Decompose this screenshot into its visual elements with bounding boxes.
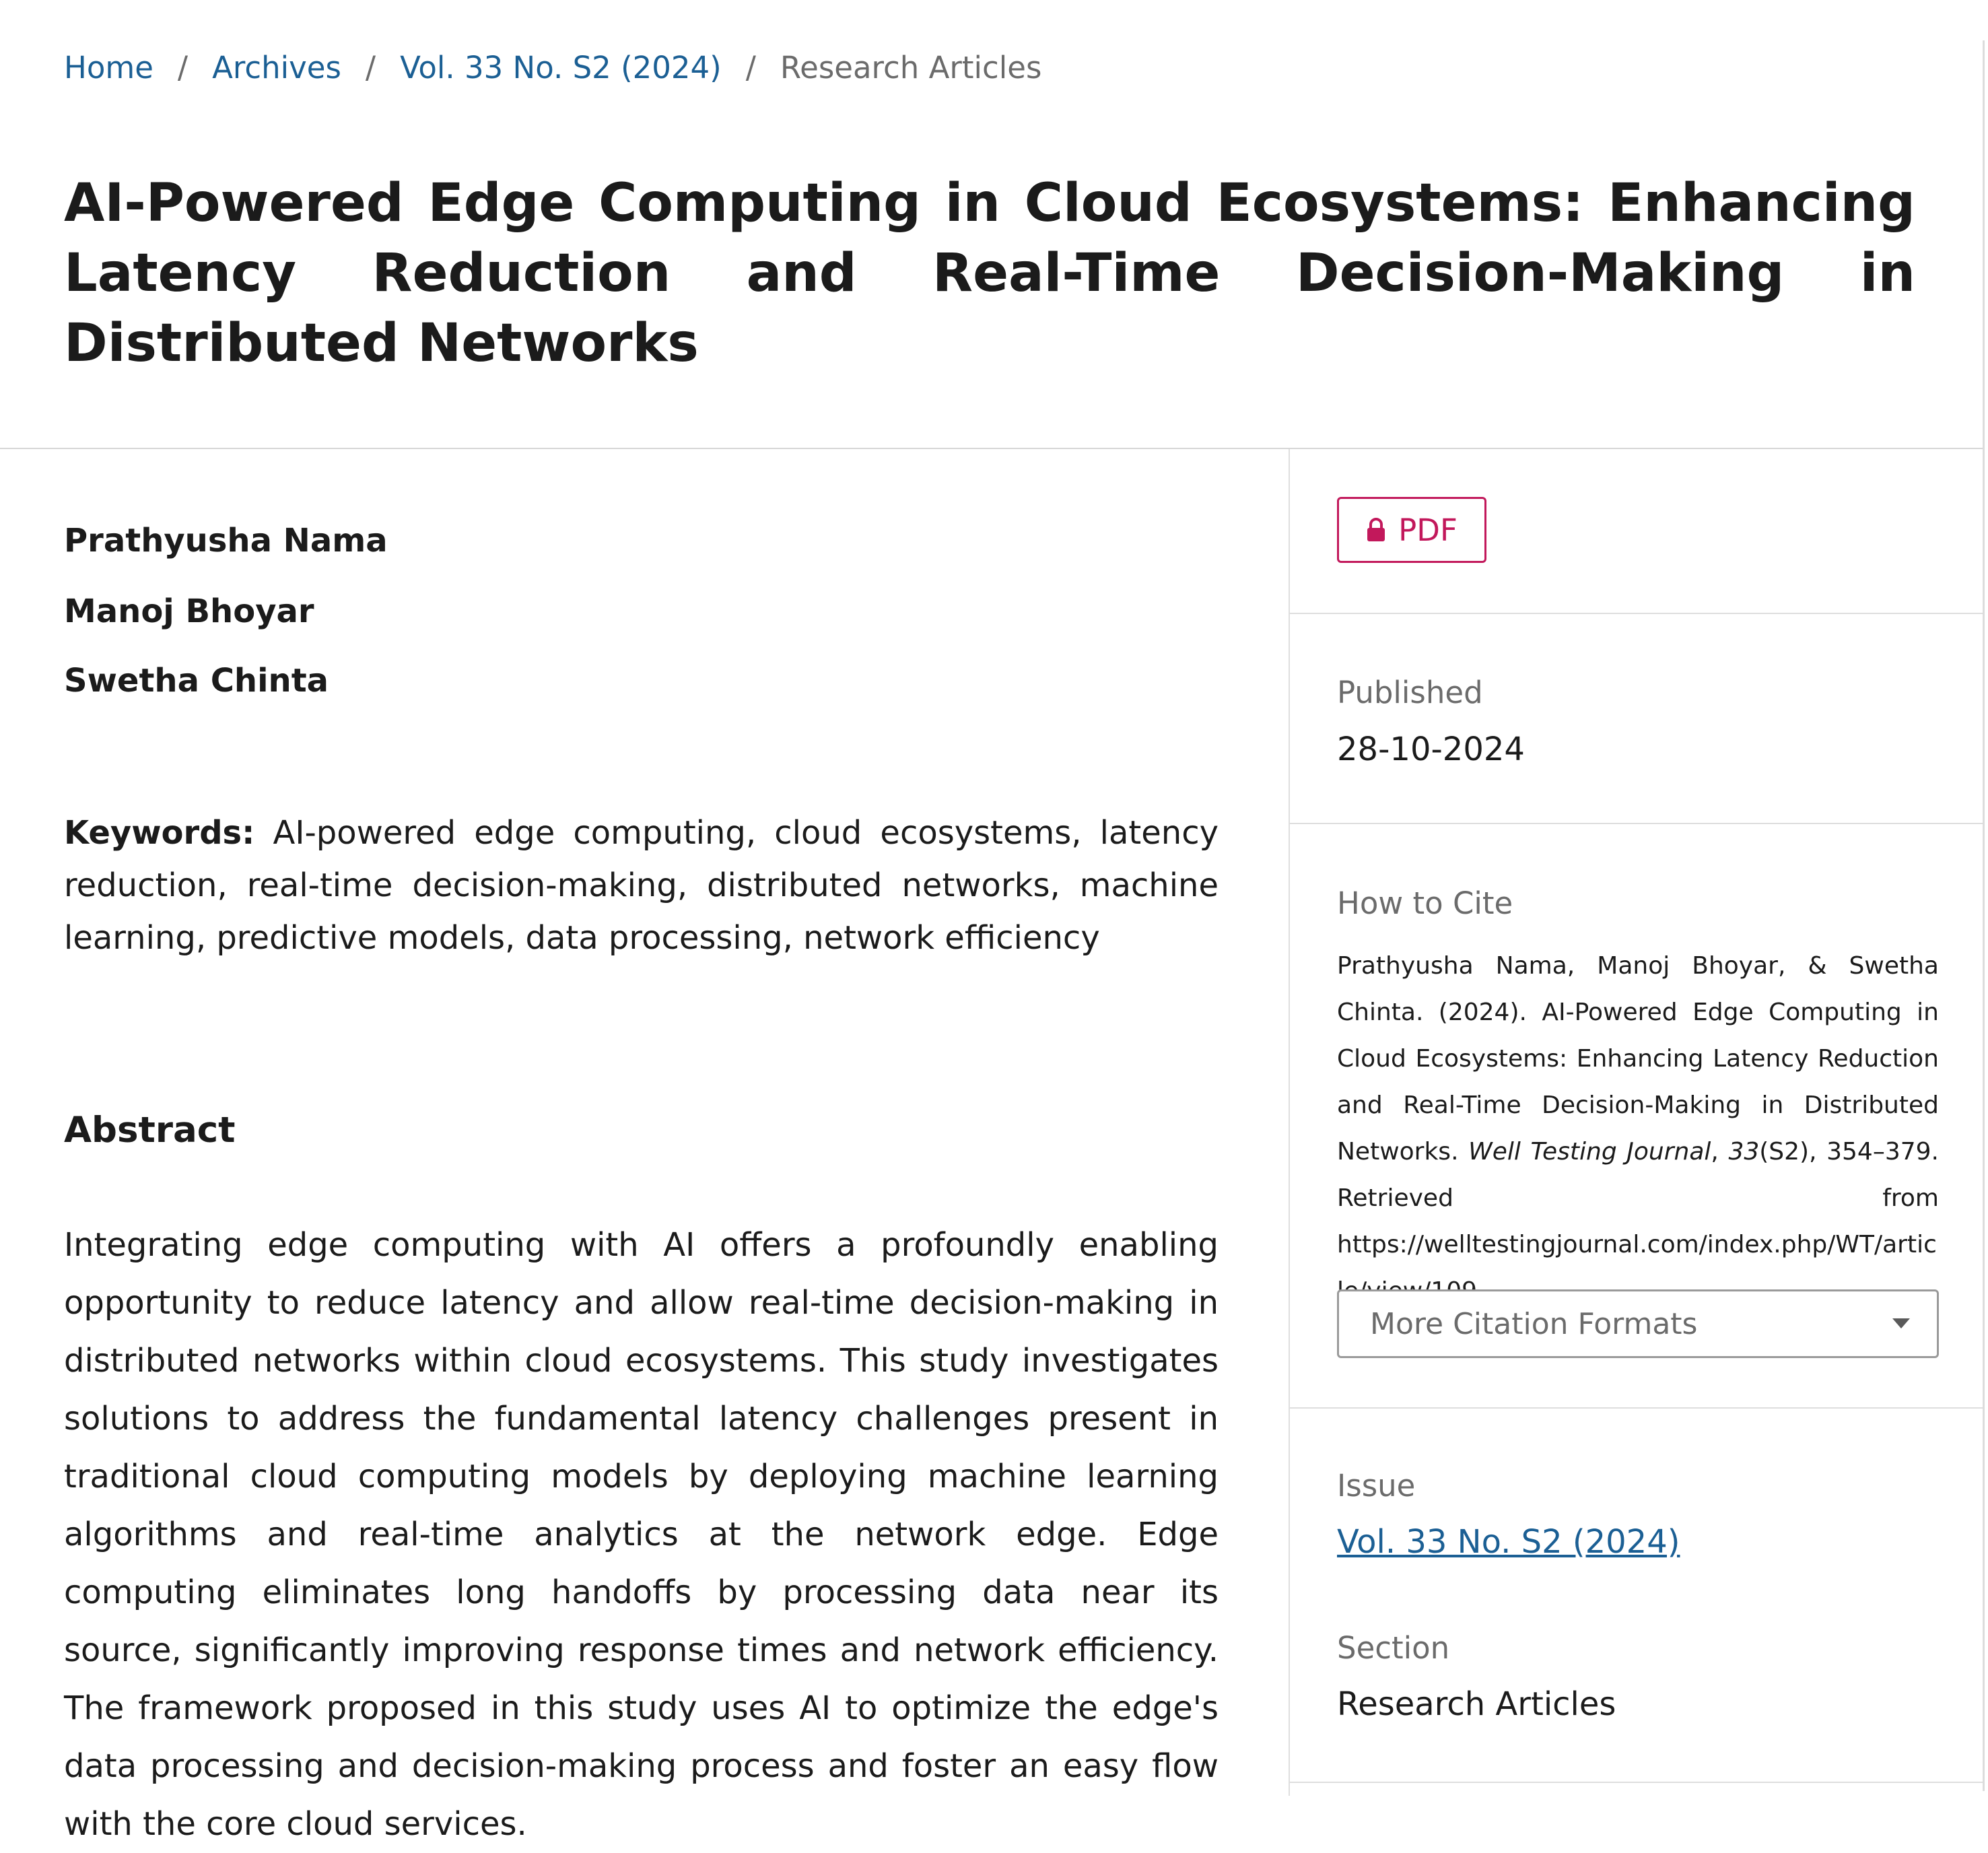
sidebar-section-divider <box>1290 1782 1983 1783</box>
caret-down-icon <box>1892 1318 1910 1328</box>
breadcrumb-separator: / <box>177 49 188 86</box>
issue-value: Vol. 33 No. S2 (2024) <box>1337 1523 1680 1561</box>
breadcrumb-issue-link[interactable]: Vol. 33 No. S2 (2024) <box>400 49 722 86</box>
sidebar-section-divider <box>1290 1407 1983 1409</box>
issue-label: Issue <box>1337 1468 1416 1504</box>
section-value: Research Articles <box>1337 1685 1616 1723</box>
page-edge-border <box>1983 40 1985 1791</box>
breadcrumb-archives-link[interactable]: Archives <box>212 49 341 86</box>
issue-link[interactable]: Vol. 33 No. S2 (2024) <box>1337 1523 1680 1561</box>
published-label: Published <box>1337 675 1483 710</box>
sidebar-divider <box>1289 449 1290 1796</box>
header-divider <box>0 448 1985 449</box>
citation-authors-title: Prathyusha Nama, Manoj Bhoyar, & Swetha … <box>1337 952 1939 1166</box>
breadcrumb: Home / Archives / Vol. 33 No. S2 (2024) … <box>64 47 1041 88</box>
author-name: Swetha Chinta <box>64 662 329 700</box>
citation-text: Prathyusha Nama, Manoj Bhoyar, & Swetha … <box>1337 943 1939 1314</box>
published-date: 28-10-2024 <box>1337 731 1525 768</box>
more-citation-formats-label: More Citation Formats <box>1370 1306 1698 1341</box>
keywords: Keywords: AI-powered edge computing, clo… <box>64 807 1219 964</box>
author-name: Prathyusha Nama <box>64 522 388 560</box>
citation-separator: , <box>1711 1138 1729 1166</box>
author-name: Manoj Bhoyar <box>64 593 314 630</box>
pdf-download-button[interactable]: PDF <box>1337 497 1486 563</box>
how-to-cite-label: How to Cite <box>1337 885 1513 921</box>
breadcrumb-current: Research Articles <box>780 49 1042 86</box>
citation-journal: Well Testing Journal <box>1468 1138 1711 1166</box>
section-label: Section <box>1337 1630 1450 1666</box>
more-citation-formats-dropdown[interactable]: More Citation Formats <box>1337 1289 1939 1358</box>
citation-volume: 33 <box>1728 1138 1760 1166</box>
lock-icon <box>1367 518 1385 541</box>
breadcrumb-separator: / <box>365 49 376 86</box>
sidebar-section-divider <box>1290 613 1983 614</box>
abstract-text: Integrating edge computing with AI offer… <box>64 1226 1219 1843</box>
keywords-label: Keywords: <box>64 814 255 852</box>
citation-pages-url: (S2), 354–379. Retrieved from https://we… <box>1337 1138 1939 1305</box>
page-title: AI-Powered Edge Computing in Cloud Ecosy… <box>64 173 1915 374</box>
sidebar-section-divider <box>1290 823 1983 824</box>
breadcrumb-separator: / <box>745 49 756 86</box>
breadcrumb-home-link[interactable]: Home <box>64 49 153 86</box>
pdf-label: PDF <box>1398 512 1458 548</box>
abstract-heading: Abstract <box>64 1110 236 1151</box>
keywords-list: AI-powered edge computing, cloud ecosyst… <box>64 814 1219 957</box>
